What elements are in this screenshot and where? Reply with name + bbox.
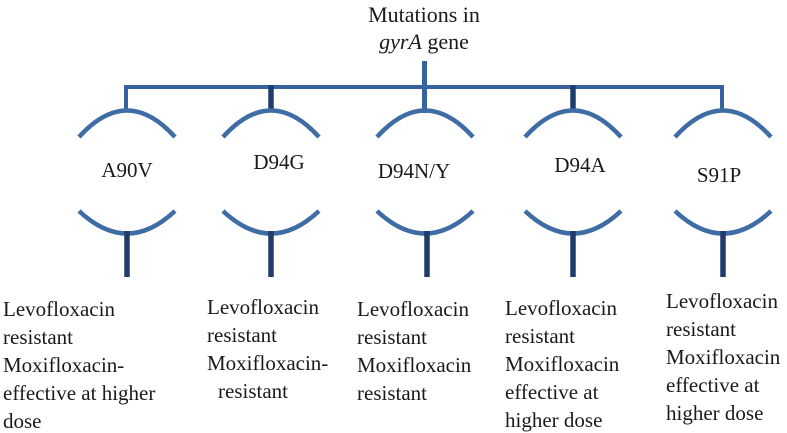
effect-line: Levofloxacin	[357, 297, 469, 321]
effect-line: resistant	[505, 324, 575, 348]
diagram-title: Mutations in gyrA gene	[284, 1, 564, 55]
node-bottom-arc-d94ny	[375, 209, 475, 236]
effect-line: resistant	[207, 323, 277, 347]
effect-line: resistant	[357, 325, 427, 349]
branch-bar-line	[124, 85, 724, 112]
effect-line: resistant	[218, 379, 288, 403]
mutation-label-s91p: S91P	[696, 163, 742, 187]
mutation-label-a90v: A90V	[101, 158, 153, 182]
effect-line: Moxifloxacin	[666, 345, 781, 369]
effect-line: higher dose	[505, 408, 603, 432]
effect-line: Moxifloxacin	[505, 352, 620, 376]
mutation-label-d94a: D94A	[554, 153, 606, 177]
effect-block-a90v: Levofloxacin resistant Moxifloxacin- eff…	[3, 295, 155, 433]
effect-line: Moxifloxacin	[357, 353, 472, 377]
effect-line: effective at	[505, 380, 599, 404]
title-line2-rest: gene	[421, 29, 469, 54]
effect-line: Levofloxacin	[207, 295, 319, 319]
effect-block-s91p: Levofloxacin resistant Moxifloxacin effe…	[666, 287, 780, 427]
effect-line: Moxifloxacin-	[207, 351, 329, 375]
effect-line: Levofloxacin	[3, 297, 115, 321]
node-top-arc-d94g	[221, 108, 321, 139]
effect-line: Levofloxacin	[505, 296, 617, 320]
effect-line: resistant	[3, 325, 73, 349]
node-top-arc-d94ny	[375, 108, 475, 139]
node-bottom-arc-a90v	[77, 209, 177, 236]
effect-line: dose	[3, 409, 42, 433]
effect-block-d94a: Levofloxacin resistant Moxifloxacin effe…	[505, 294, 619, 433]
effect-line: Levofloxacin	[666, 289, 778, 313]
title-line1: Mutations in	[368, 2, 480, 27]
node-top-arc-d94a	[523, 108, 623, 139]
mutation-label-d94ny: D94N/Y	[377, 159, 451, 183]
mutation-label-d94g: D94G	[253, 150, 305, 174]
node-top-arc-a90v	[77, 108, 177, 139]
title-line2: gyrA gene	[284, 28, 564, 55]
effect-line: effective at higher	[3, 381, 156, 405]
effect-line: effective at	[666, 373, 760, 397]
effect-line: higher dose	[666, 401, 764, 425]
node-bottom-arc-d94g	[221, 209, 321, 236]
effect-line: resistant	[357, 381, 427, 405]
node-bottom-arc-s91p	[673, 209, 773, 236]
effect-block-d94g: Levofloxacin resistant Moxifloxacin- res…	[207, 293, 328, 405]
node-top-arc-s91p	[673, 108, 773, 139]
node-bottom-arc-d94a	[523, 209, 623, 236]
effect-line: Moxifloxacin-	[3, 353, 125, 377]
gene-name-italic: gyrA	[379, 29, 422, 54]
effect-line: resistant	[666, 317, 736, 341]
effect-block-d94ny: Levofloxacin resistant Moxifloxacin resi…	[357, 295, 471, 407]
